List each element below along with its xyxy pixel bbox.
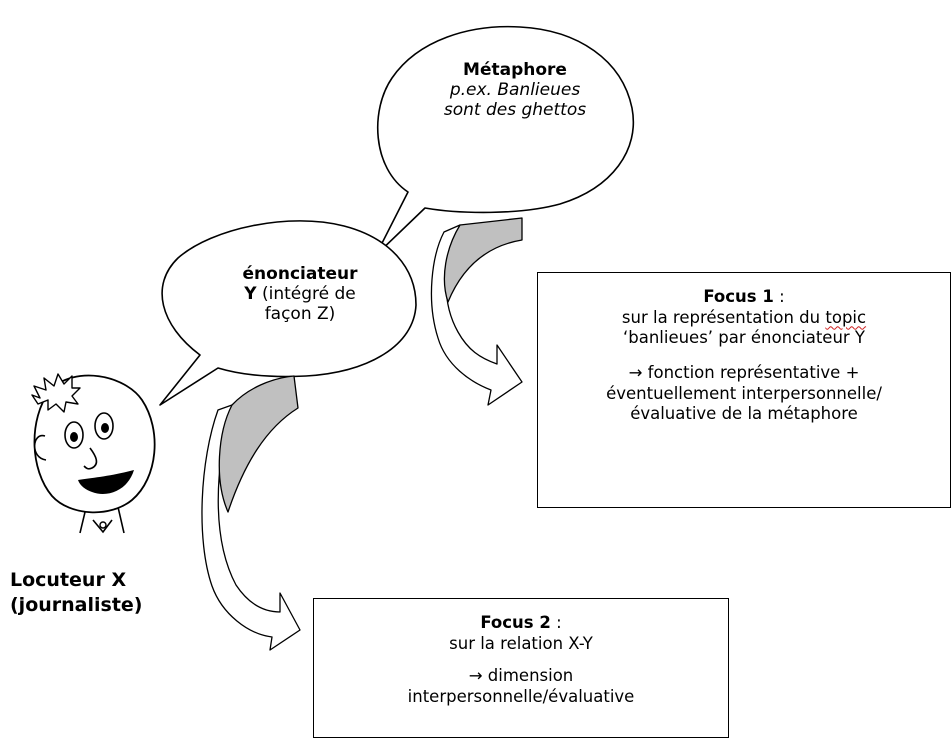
focus1-line1: sur la représentation du topic xyxy=(538,308,950,329)
focus1-line4: éventuellement interpersonnelle/ xyxy=(538,384,950,405)
metaphor-title: Métaphore xyxy=(420,60,610,80)
focus2-line2: → dimension xyxy=(314,666,728,687)
focus1-line3: → fonction représentative + xyxy=(538,363,950,384)
speaker-character xyxy=(32,374,155,533)
enunciator-line2-rest: (intégré de xyxy=(257,284,356,304)
curved-arrow-focus2 xyxy=(202,376,300,650)
focus2-line1: sur la relation X-Y xyxy=(314,634,728,655)
enunciator-title: énonciateur xyxy=(210,264,390,284)
speaker-label-line1: Locuteur X xyxy=(10,568,200,593)
focus1-line5: évaluative de la métaphore xyxy=(538,404,950,425)
speaker-button xyxy=(100,522,106,528)
curved-arrow-focus1 xyxy=(431,218,522,405)
metaphor-example-line2: sont des ghettos xyxy=(420,100,610,120)
speaker-label: Locuteur X (journaliste) xyxy=(10,568,200,617)
focus1-line2: ‘banlieues’ par énonciateur Y xyxy=(538,328,950,349)
enunciator-bubble-text: énonciateur Y (intégré de façon Z) xyxy=(210,264,390,324)
enunciator-line3: façon Z) xyxy=(210,304,390,324)
focus1-flagged-word: topic xyxy=(825,308,866,327)
speaker-variable-x: X xyxy=(111,569,126,591)
focus2-line3: interpersonnelle/évaluative xyxy=(314,687,728,708)
focus1-title: Focus 1 : xyxy=(538,287,950,308)
enunciator-line2: Y (intégré de xyxy=(210,284,390,304)
focus1-box: Focus 1 : sur la représentation du topic… xyxy=(537,272,951,508)
metaphor-example-line1: p.ex. Banlieues xyxy=(420,80,610,100)
focus2-box: Focus 2 : sur la relation X-Y → dimensio… xyxy=(313,598,729,738)
focus2-title: Focus 2 : xyxy=(314,613,728,634)
metaphor-bubble-text: Métaphore p.ex. Banlieues sont des ghett… xyxy=(420,60,610,120)
enunciator-variable-y: Y xyxy=(244,284,256,304)
speaker-label-line2: (journaliste) xyxy=(10,593,200,618)
